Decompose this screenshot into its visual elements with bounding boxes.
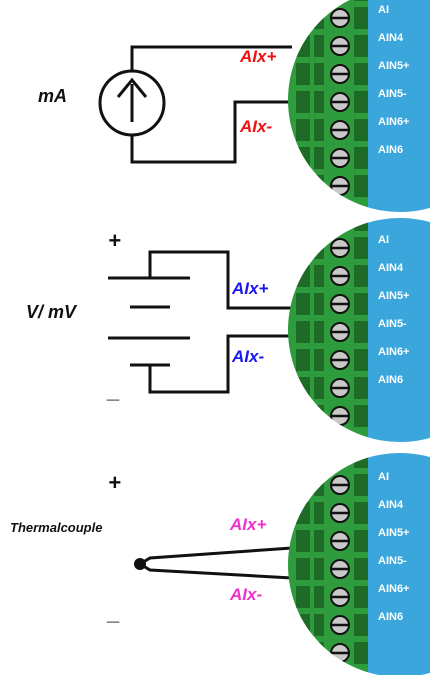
pin-label: AIN5+	[378, 527, 410, 539]
pin-label: AIN5+	[378, 60, 410, 72]
screw-terminal-icon	[296, 453, 368, 468]
screw-terminal-icon	[296, 530, 368, 552]
negative-terminal-label: AIx-	[239, 117, 272, 136]
pin-label: AIN6	[378, 611, 403, 623]
screw-terminal-icon	[296, 218, 368, 231]
screw-terminal-icon	[296, 0, 368, 1]
screw-terminal-icon	[296, 35, 368, 57]
positive-terminal-label: AIx+	[239, 47, 276, 66]
screw-terminal-icon	[296, 321, 368, 343]
positive-terminal-label: AIx+	[231, 279, 268, 298]
negative-terminal-label: AIx-	[231, 347, 264, 366]
screw-terminal-icon	[296, 349, 368, 371]
screw-terminal-icon	[296, 558, 368, 580]
minus-sign: _	[106, 600, 120, 625]
battery-icon	[108, 250, 292, 394]
pin-label: AIN4	[378, 499, 404, 511]
screw-terminal-icon	[296, 119, 368, 141]
pin-label: AIN6	[378, 144, 403, 156]
pin-label: AIN6+	[378, 116, 410, 128]
pin-label: AIN6+	[378, 346, 410, 358]
pin-label: AIN6+	[378, 583, 410, 595]
thermocouple-junction-icon	[134, 546, 293, 580]
pin-label: AIN5+	[378, 290, 410, 302]
screw-terminal-icon	[296, 147, 368, 169]
plus-sign: +	[108, 228, 121, 253]
pin-label: AIN4	[378, 32, 404, 44]
plus-sign: +	[108, 470, 121, 495]
source-label: V/ mV	[26, 302, 78, 322]
pin-label: AIN5-	[378, 88, 407, 100]
pin-label: AI	[378, 471, 389, 483]
screw-terminal-icon	[296, 63, 368, 85]
pin-label: AIN4	[378, 262, 404, 274]
pin-label: AIN6	[378, 374, 403, 386]
positive-terminal-label: AIx+	[229, 515, 266, 534]
pin-label: AI	[378, 234, 389, 246]
panel-thermocouple: + _ Thermalcouple AIx+ AIx- AIAIN4AIN5+A…	[10, 453, 430, 675]
source-label: mA	[38, 86, 67, 106]
screw-terminal-icon	[296, 91, 368, 113]
screw-terminal-icon	[296, 586, 368, 608]
screw-terminal-icon	[296, 293, 368, 315]
source-label: Thermalcouple	[10, 520, 102, 535]
pin-label: AIN5-	[378, 555, 407, 567]
pin-label: AIN5-	[378, 318, 407, 330]
negative-terminal-label: AIx-	[229, 585, 262, 604]
pin-label: AI	[378, 4, 389, 16]
current-source-icon	[98, 45, 292, 164]
minus-sign: _	[106, 378, 120, 403]
